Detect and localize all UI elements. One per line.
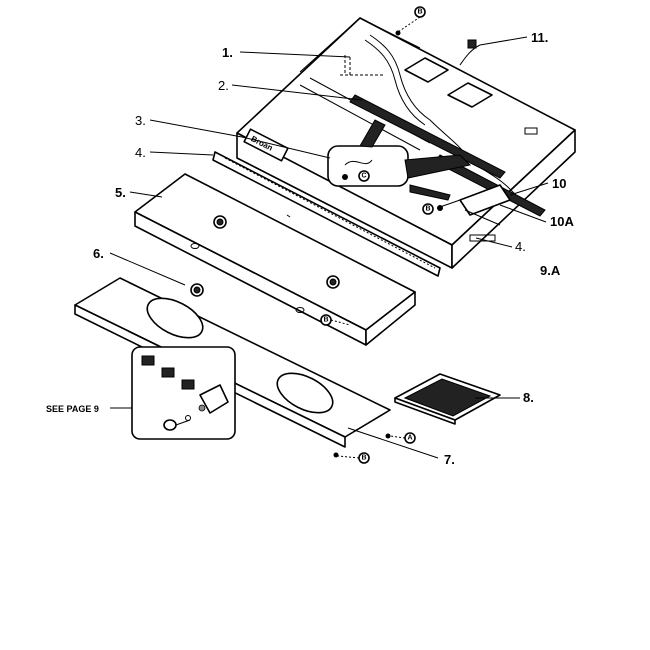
label-11: 11. [531, 30, 548, 45]
label-10a: 10A [550, 214, 574, 229]
grease-filter [394, 373, 501, 425]
leader-lines [109, 36, 549, 459]
marker-right: B [422, 203, 434, 215]
label-8: 8. [523, 390, 534, 405]
label-4-right: 4. [515, 239, 526, 254]
svg-text:A: A [407, 435, 412, 442]
label-see-page: SEE PAGE 9 [46, 404, 99, 414]
label-3: 3. [135, 113, 146, 128]
marker-a: A [385, 432, 416, 444]
marker-shelf: B [320, 314, 351, 326]
label-1: 1. [222, 45, 233, 60]
label-9a: 9.A [540, 263, 561, 278]
marker-callout: C [358, 170, 370, 182]
svg-text:B: B [323, 317, 328, 324]
label-7: 7. [444, 452, 455, 467]
svg-text:C: C [361, 173, 366, 180]
label-10: 10 [552, 176, 566, 191]
label-2: 2. [218, 78, 229, 93]
detail-callout [327, 119, 472, 201]
brand-badge: Broan [243, 128, 289, 162]
svg-text:B: B [417, 9, 422, 16]
terminal-strip [349, 94, 546, 217]
side-bracket [437, 184, 511, 226]
switch-detail-box [131, 346, 236, 440]
damper-panel [134, 173, 416, 346]
label-4: 4. [135, 145, 146, 160]
label-5: 5. [115, 185, 126, 200]
marker-top: B [395, 6, 426, 36]
marker-b: B [333, 452, 370, 464]
svg-text:B: B [361, 455, 366, 462]
duct-opening-right [447, 82, 493, 108]
power-cord-connector [459, 39, 481, 66]
channel-rail [212, 151, 441, 277]
svg-text:B: B [425, 206, 430, 213]
duct-opening-left [404, 57, 449, 83]
label-6: 6. [93, 246, 104, 261]
